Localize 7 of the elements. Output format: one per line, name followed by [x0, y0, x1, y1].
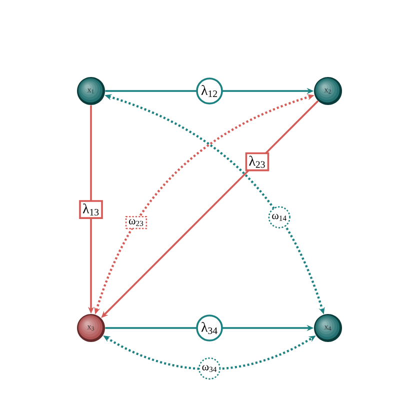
edge-label: ω$_{14}$ — [268, 206, 290, 228]
edge-label: λ$_{12}$ — [196, 78, 223, 104]
edge-label: λ$_{34}$ — [196, 314, 223, 342]
edge-label: ω$_{23}$ — [125, 216, 148, 230]
edge-label: ω$_{34}$ — [198, 357, 221, 380]
edge-label: λ$_{13}$ — [79, 200, 103, 219]
edge-label: λ$_{23}$ — [245, 152, 270, 172]
